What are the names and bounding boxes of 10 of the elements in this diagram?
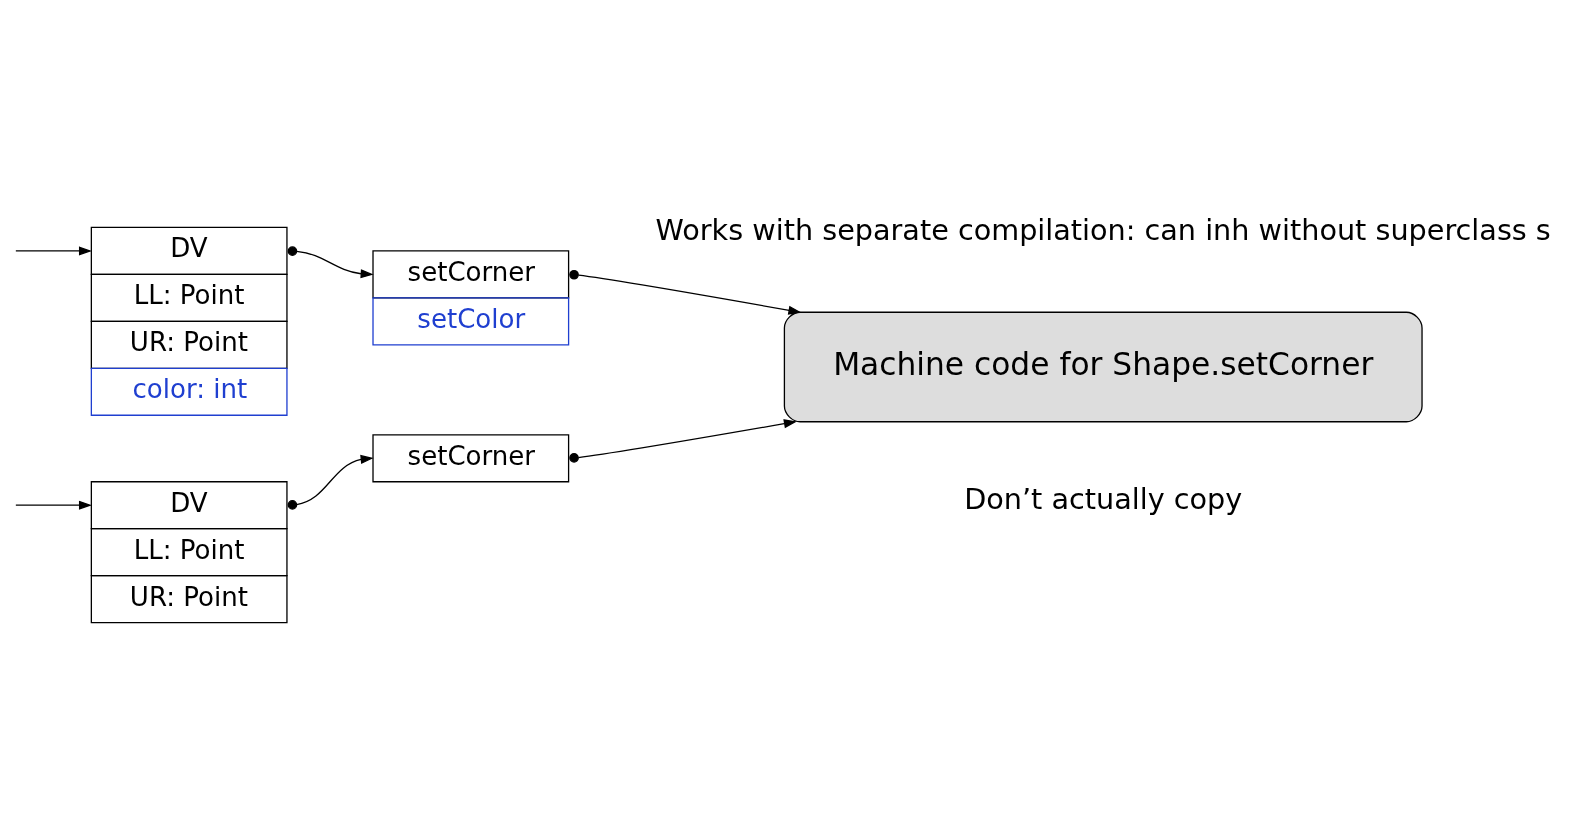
label: Works with separate compilation: can inh without superclass s [655, 212, 1551, 247]
arrow [569, 418, 797, 463]
node-box: setCorner [372, 433, 570, 482]
node-box: Machine code for Shape.setCorner [783, 311, 1423, 422]
arrow [15, 245, 92, 255]
label: Don’t actually copy [964, 481, 1243, 516]
arrow [569, 269, 802, 315]
arrow [287, 454, 374, 510]
arrow [15, 500, 92, 510]
arrow [287, 245, 374, 278]
